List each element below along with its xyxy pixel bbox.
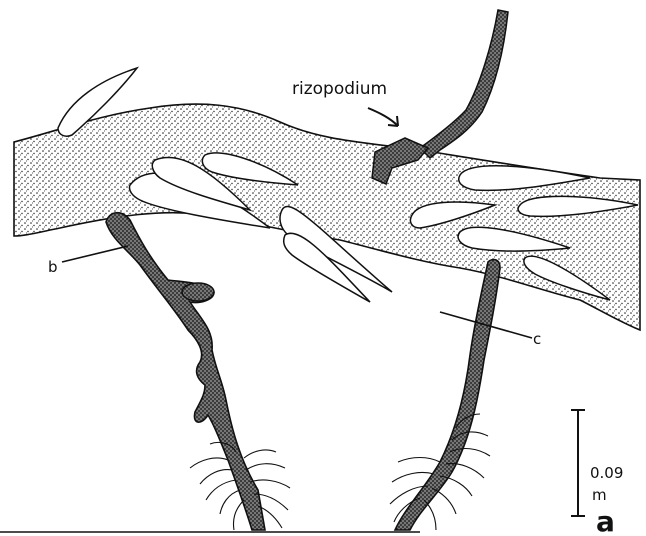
rizopodium-filament xyxy=(420,10,508,158)
rizopodium-arrow xyxy=(368,108,398,126)
leader-line-b xyxy=(62,246,128,262)
root-nodule xyxy=(182,283,214,301)
label-rizopodium: rizopodium xyxy=(292,79,387,99)
root-b xyxy=(106,213,265,530)
scale-bar xyxy=(571,410,585,516)
panel-label: a xyxy=(596,505,615,536)
scale-bar-value: 0.09 xyxy=(590,464,623,482)
label-b: b xyxy=(48,258,58,276)
scale-bar-unit: m xyxy=(592,486,607,504)
label-c: c xyxy=(533,330,541,348)
